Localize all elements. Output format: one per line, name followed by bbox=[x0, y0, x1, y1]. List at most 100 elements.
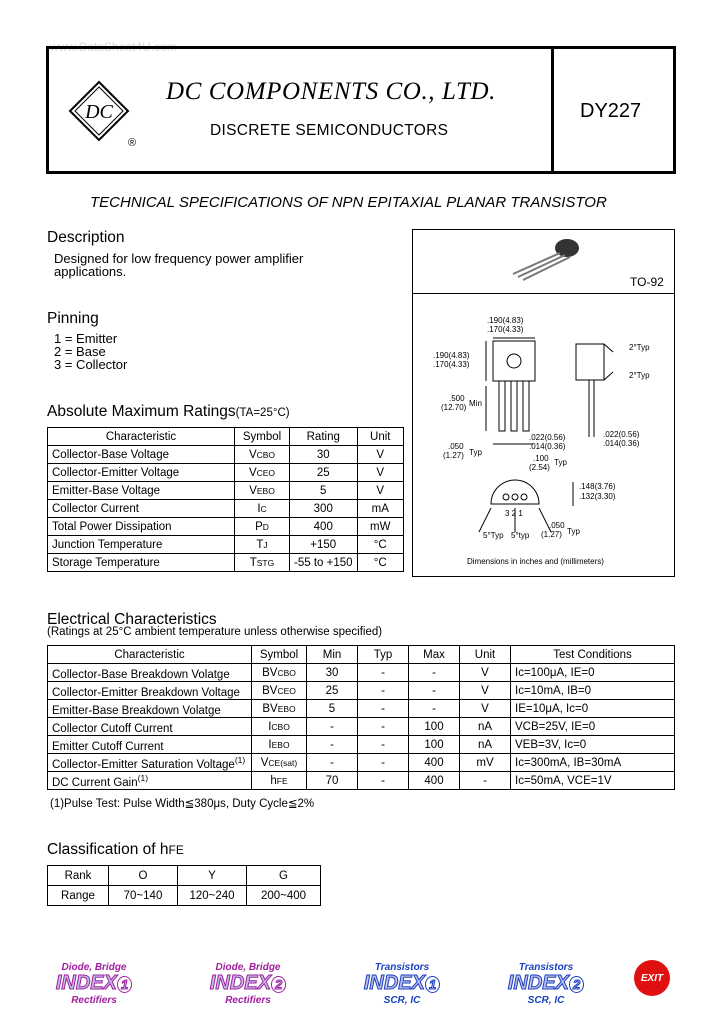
dim-label: .132(3.30) bbox=[579, 492, 616, 501]
col-header: Symbol bbox=[251, 645, 307, 664]
dim-label: 5°typ bbox=[511, 531, 530, 540]
pin-number: 2 bbox=[54, 344, 62, 359]
dim-label: .050 bbox=[549, 521, 565, 530]
dim-label: .022(0.56) bbox=[529, 433, 566, 442]
dim-label: Typ bbox=[469, 448, 482, 457]
col-header: Rating bbox=[289, 427, 358, 446]
dim-label: .050 bbox=[448, 442, 464, 451]
dim-label: .148(3.76) bbox=[579, 482, 616, 491]
pin-1: 1 = Emitter bbox=[54, 332, 117, 345]
classification-table: Rank O Y G Range 70~140 120~240 200~400 bbox=[47, 865, 321, 906]
dim-label: Min bbox=[469, 399, 482, 408]
header-divider bbox=[551, 49, 554, 171]
exit-button[interactable]: EXIT bbox=[634, 960, 670, 996]
dim-label: Typ bbox=[554, 458, 567, 467]
pin-2: 2 = Base bbox=[54, 345, 106, 358]
dim-label: .014(0.36) bbox=[529, 442, 566, 451]
col-header: Typ bbox=[357, 645, 409, 664]
dim-label: .190(4.83) bbox=[433, 351, 470, 360]
dim-label: .170(4.33) bbox=[487, 325, 524, 334]
description-heading: Description bbox=[47, 229, 125, 246]
part-number: DY227 bbox=[580, 100, 642, 122]
col-header: Characteristic bbox=[47, 645, 252, 664]
registered-mark: ® bbox=[128, 137, 136, 148]
dim-label: Typ bbox=[567, 527, 580, 536]
dim-label: (1.27) bbox=[541, 530, 562, 539]
pin-3: 3 = Collector bbox=[54, 358, 127, 371]
dim-label: (2.54) bbox=[529, 463, 550, 472]
dim-label: .100 bbox=[533, 454, 549, 463]
logo-text: DC bbox=[84, 101, 113, 123]
dim-label: (1.27) bbox=[443, 451, 464, 460]
table-row: Collector-Emitter Saturation Voltage(1)V… bbox=[47, 753, 675, 772]
company-logo: DC ® bbox=[68, 80, 136, 148]
company-subtitle: DISCRETE SEMICONDUCTORS bbox=[210, 122, 449, 139]
dim-label: .170(4.33) bbox=[433, 360, 470, 369]
pin-order-label: 3 2 1 bbox=[505, 509, 523, 518]
dim-label: .014(0.36) bbox=[603, 439, 640, 448]
abs-max-condition: (TA=25°C) bbox=[235, 407, 290, 419]
table-header-row: Characteristic Symbol Min Typ Max Unit T… bbox=[47, 645, 675, 664]
abs-max-table: Characteristic Symbol Rating Unit Collec… bbox=[47, 427, 405, 572]
table-header-row: Characteristic Symbol Rating Unit bbox=[47, 427, 405, 446]
col-header: Max bbox=[408, 645, 460, 664]
header-box bbox=[46, 46, 676, 174]
abs-max-heading: Absolute Maximum Ratings(TA=25°C) bbox=[47, 403, 290, 421]
pin-name: = Collector bbox=[61, 357, 128, 372]
elec-heading: Electrical Characteristics bbox=[47, 611, 217, 628]
elec-condition: (Ratings at 25°C ambient temperature unl… bbox=[47, 626, 383, 638]
package-outline-drawing: .190(4.83) .170(4.33) .190(4.83) .170(4.… bbox=[433, 316, 650, 566]
description-line-2: applications. bbox=[54, 264, 127, 279]
package-name: TO-92 bbox=[630, 275, 664, 289]
col-header: Unit bbox=[459, 645, 511, 664]
dim-label: 2°Typ bbox=[629, 343, 650, 352]
description-line-1: Designed for low frequency power amplifi… bbox=[54, 251, 304, 266]
document-title: TECHNICAL SPECIFICATIONS OF NPN EPITAXIA… bbox=[90, 194, 607, 211]
col-header: Symbol bbox=[234, 427, 290, 446]
table-row: Range 70~140 120~240 200~400 bbox=[47, 885, 321, 906]
elec-footnote: (1)Pulse Test: Pulse Width≦380μs, Duty C… bbox=[50, 798, 315, 810]
transistor-photo-icon bbox=[512, 239, 579, 281]
pin-name: = Emitter bbox=[61, 331, 118, 346]
pin-number: 3 bbox=[54, 357, 62, 372]
table-row: Rank O Y G bbox=[47, 865, 321, 886]
dim-label: .500 bbox=[449, 394, 465, 403]
package-divider bbox=[412, 293, 675, 294]
classification-heading: Classification of hFE bbox=[47, 841, 184, 858]
dim-label: (12.70) bbox=[441, 403, 467, 412]
package-drawing-box bbox=[412, 229, 675, 577]
col-header: Characteristic bbox=[47, 427, 235, 446]
pin-number: 1 bbox=[54, 331, 62, 346]
dimensions-note: Dimensions in inches and (millimeters) bbox=[467, 557, 604, 566]
dim-label: 2°Typ bbox=[629, 371, 650, 380]
col-header: Min bbox=[306, 645, 358, 664]
exit-label: EXIT bbox=[640, 972, 664, 984]
dim-label: .190(4.83) bbox=[487, 316, 524, 325]
dim-label: 5°Typ bbox=[483, 531, 504, 540]
elec-table: Characteristic Symbol Min Typ Max Unit T… bbox=[47, 645, 675, 790]
col-header: Test Conditions bbox=[510, 645, 675, 664]
pinning-heading: Pinning bbox=[47, 310, 99, 327]
dim-label: .022(0.56) bbox=[603, 430, 640, 439]
pin-name: = Base bbox=[61, 344, 106, 359]
abs-max-title: Absolute Maximum Ratings bbox=[47, 403, 236, 420]
col-header: Unit bbox=[356, 427, 405, 446]
company-name: DC COMPONENTS CO., LTD. bbox=[166, 78, 497, 105]
